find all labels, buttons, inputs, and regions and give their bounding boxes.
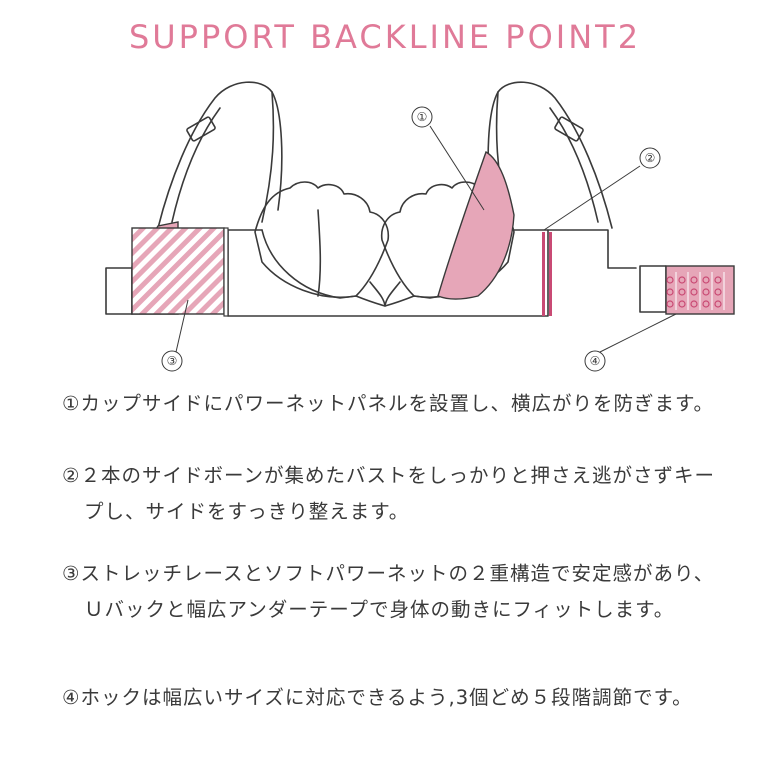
callout-4: ④ <box>590 354 601 368</box>
hook-eye-tape <box>665 265 735 315</box>
bra-backline-diagram: ① ② ③ ④ <box>105 81 735 372</box>
note-4: ④ホックは幅広いサイズに対応できるよう,3個どめ５段階調節です。 <box>62 686 693 709</box>
page-title: SUPPORT BACKLINE POINT2 <box>128 18 642 56</box>
left-strap <box>157 81 283 229</box>
right-strap-adjuster <box>554 116 584 142</box>
callout-2: ② <box>645 151 656 165</box>
left-band-end <box>105 267 133 315</box>
callout-1: ① <box>417 110 428 124</box>
left-cup <box>254 181 390 298</box>
left-powernet-stripes <box>131 227 225 315</box>
side-bone-1 <box>542 232 545 316</box>
left-strap-adjuster <box>186 116 216 142</box>
note-3: ③ストレッチレースとソフトパワーネットの２重構造で安定感があり、Ｕバックと幅広ア… <box>62 562 715 621</box>
right-strap <box>487 81 613 229</box>
callout-3: ③ <box>167 354 178 368</box>
right-powernet-panel <box>437 150 515 300</box>
note-1: ①カップサイドにパワーネットパネルを設置し、横広がりを防ぎます。 <box>62 392 715 415</box>
right-band-end <box>639 265 667 313</box>
note-2: ②２本のサイドボーンが集めたバストをしっかりと押さえ逃がさずキープし、サイドをす… <box>62 464 716 523</box>
side-bone-2 <box>549 232 552 316</box>
